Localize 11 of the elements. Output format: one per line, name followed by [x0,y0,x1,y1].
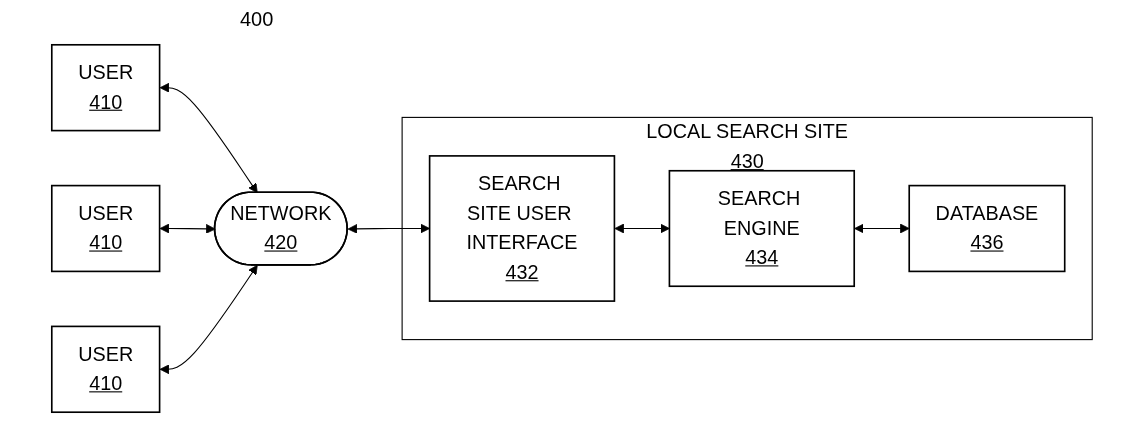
node-box: SEARCH SITE USER INTERFACE 432 [428,155,616,302]
arrow [854,223,910,234]
node-box: SEARCH ENGINE 434 [668,169,856,288]
arrow [159,264,258,375]
arrow [159,82,258,194]
node-box: USER 410 [50,184,161,273]
node-box: DATABASE 436 [908,184,1066,273]
arrow [614,223,670,234]
node-box: USER 410 [50,43,161,132]
figure-number: 400 [240,8,274,30]
node-box: USER 410 [50,325,161,414]
